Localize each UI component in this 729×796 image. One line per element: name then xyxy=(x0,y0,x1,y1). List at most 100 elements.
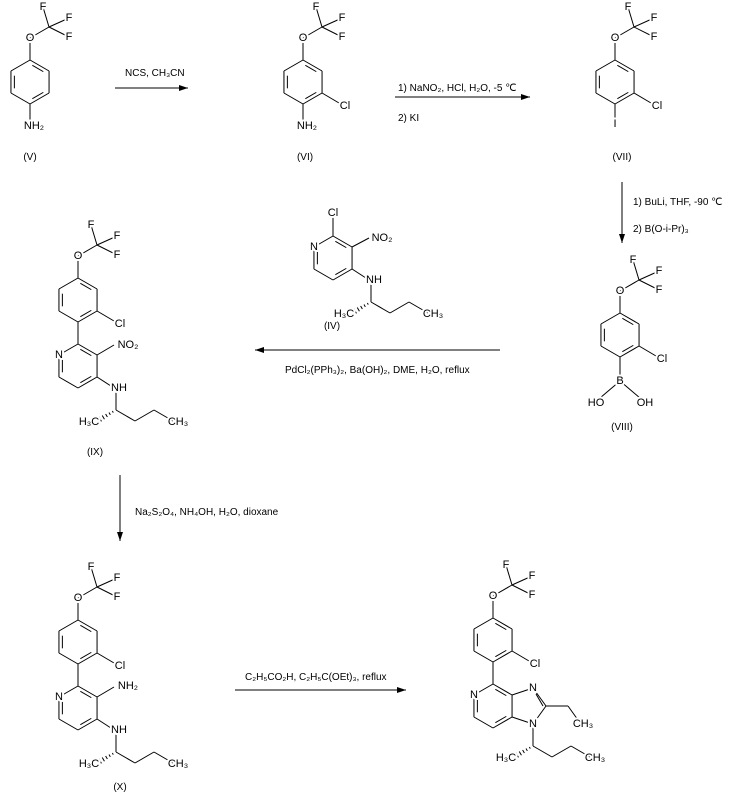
bond xyxy=(492,650,513,663)
bond xyxy=(29,26,50,39)
bond xyxy=(535,693,544,707)
bond xyxy=(153,751,174,764)
reaction-step-4: PdCl₂(PPh₃)₂, Ba(OH)₂, DME, H₂O, reflux xyxy=(255,347,500,376)
oxygen-atom: O xyxy=(611,32,620,44)
bond xyxy=(360,305,363,310)
bond xyxy=(80,651,92,660)
bond xyxy=(77,277,98,290)
bond xyxy=(305,91,317,100)
bond xyxy=(567,705,579,721)
oxygen-atom: O xyxy=(74,250,83,262)
bond xyxy=(619,312,640,325)
bond xyxy=(495,715,507,724)
bond xyxy=(48,26,70,38)
bond xyxy=(321,17,343,28)
bond xyxy=(96,586,118,598)
bond xyxy=(321,92,340,104)
compound-label: (V) xyxy=(23,152,36,163)
bond xyxy=(96,376,115,389)
reaction-step-2: 1) NaNO₂, HCl, H₂O, -5 ℃2) KI xyxy=(395,83,530,124)
bond xyxy=(58,310,79,323)
arrowhead-icon xyxy=(255,347,264,353)
boron-atom: B xyxy=(616,375,623,387)
bond xyxy=(351,268,370,281)
bond xyxy=(90,224,98,246)
bond xyxy=(111,410,114,413)
bond xyxy=(627,6,635,28)
fluorine-atom: F xyxy=(40,1,47,13)
bond xyxy=(511,650,530,662)
bond xyxy=(10,59,31,72)
amine-nh: NH xyxy=(111,724,127,736)
bond xyxy=(48,17,70,28)
reaction-step-5: Na₂S₂O₄, NH₄OH, H₂O, dioxane xyxy=(117,475,279,541)
bond xyxy=(313,235,334,248)
bond xyxy=(101,757,105,762)
bond xyxy=(518,751,522,756)
bond xyxy=(633,92,652,104)
bond xyxy=(353,308,357,314)
bond xyxy=(633,26,655,38)
bond xyxy=(302,26,323,39)
bond xyxy=(77,244,98,257)
bond xyxy=(638,270,660,281)
bond xyxy=(58,376,79,389)
bond xyxy=(633,17,655,28)
fluorine-atom: F xyxy=(313,1,320,13)
fluorine-atom: F xyxy=(339,31,346,43)
bond xyxy=(315,6,323,28)
amino-group: NH₂ xyxy=(118,680,138,692)
bond xyxy=(283,59,304,72)
bond xyxy=(96,244,118,256)
arrowhead-icon xyxy=(179,85,188,91)
methyl-group: H₃C xyxy=(79,416,99,428)
bond xyxy=(115,751,136,764)
bond xyxy=(614,92,635,105)
bond xyxy=(96,577,118,588)
bond xyxy=(614,59,635,72)
fluorine-atom: F xyxy=(88,219,95,231)
reagent-text: C₂H₅CO₂H, C₂H₅C(OEt)₃, reflux xyxy=(245,672,387,683)
bond xyxy=(632,259,640,281)
fluorine-atom: F xyxy=(66,12,73,24)
bond xyxy=(96,344,115,356)
chlorine-atom: Cl xyxy=(340,100,350,112)
bond xyxy=(511,584,533,596)
bond xyxy=(570,745,591,758)
bond xyxy=(614,26,635,39)
arrowhead-icon xyxy=(619,234,625,243)
bond xyxy=(58,343,79,356)
bond xyxy=(98,416,102,422)
bond xyxy=(551,745,572,758)
bond xyxy=(505,564,513,586)
bond xyxy=(389,301,410,314)
bond xyxy=(134,409,155,422)
methyl-group: H₃C xyxy=(334,308,354,320)
methyl-group: CH₃ xyxy=(423,308,443,320)
bond xyxy=(58,619,79,632)
bond xyxy=(80,375,92,384)
bond xyxy=(473,617,494,630)
bond xyxy=(29,59,50,72)
reagent-text: NCS, CH₃CN xyxy=(125,68,185,79)
bond xyxy=(600,312,621,325)
bond xyxy=(77,310,98,323)
pyridine-nitrogen: N xyxy=(310,241,318,253)
compound-label: (IX) xyxy=(87,447,103,458)
bond xyxy=(58,718,79,731)
nitro-group: NO₂ xyxy=(118,339,139,351)
compound-label: (VIII) xyxy=(611,422,633,433)
fluorine-atom: F xyxy=(66,31,73,43)
fluorine-atom: F xyxy=(656,284,663,296)
imidazole-nitrogen: N xyxy=(529,718,537,730)
methyl-group: CH₃ xyxy=(168,416,188,428)
bond xyxy=(32,91,44,100)
bond xyxy=(321,26,343,38)
fluorine-atom: F xyxy=(529,570,536,582)
oxygen-atom: O xyxy=(489,590,498,602)
chlorine-atom: Cl xyxy=(657,353,667,365)
bond xyxy=(492,716,513,729)
bond xyxy=(96,310,115,322)
